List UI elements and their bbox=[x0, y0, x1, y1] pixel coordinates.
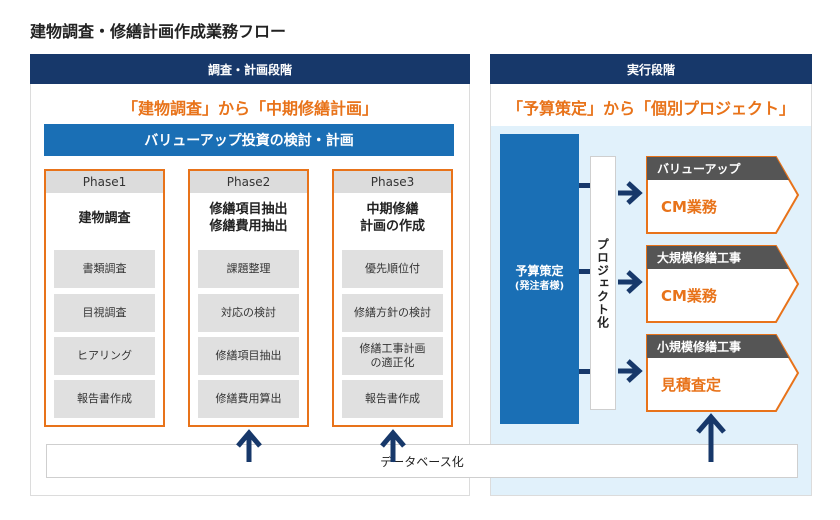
phase-label: Phase3 bbox=[334, 171, 451, 193]
budget-box: 予算策定 (発注者様) bbox=[500, 134, 579, 424]
projectize-label: プロジェクト化 bbox=[595, 237, 610, 329]
connector-line bbox=[579, 269, 590, 274]
phase-step: 報告書作成 bbox=[54, 380, 155, 418]
phase-card-1: Phase1 建物調査 書類調査 目視調査 ヒアリング 報告書作成 bbox=[44, 169, 165, 427]
card-tag-2: 大規模修繕工事 bbox=[657, 251, 742, 265]
arrow-up-icon bbox=[696, 413, 726, 462]
budget-subtitle: (発注者様) bbox=[514, 281, 565, 292]
phase-title: 建物調査 bbox=[78, 210, 131, 226]
projectize-box: プロジェクト化 bbox=[590, 156, 616, 410]
card-shape-1 bbox=[646, 156, 800, 234]
connector-line bbox=[579, 369, 590, 374]
card-tag-3: 小規模修繕工事 bbox=[657, 340, 742, 354]
arrow-right-icon bbox=[618, 181, 643, 205]
phase-label: Phase1 bbox=[46, 171, 163, 193]
phase-step: 書類調査 bbox=[54, 250, 155, 288]
arrow-up-icon bbox=[236, 429, 262, 462]
phase-card-2: Phase2 修繕項目抽出 修繕費用抽出 課題整理 対応の検討 修繕項目抽出 修… bbox=[188, 169, 309, 427]
phase-title: 中期修繕 計画の作成 bbox=[359, 202, 425, 234]
value-up-banner: バリューアップ投資の検討・計画 bbox=[44, 124, 454, 156]
phase-step: 報告書作成 bbox=[342, 380, 443, 418]
phase-card-3: Phase3 中期修繕 計画の作成 優先順位付 修繕方針の検討 修繕工事計画 の… bbox=[332, 169, 453, 427]
phase-step: 課題整理 bbox=[198, 250, 299, 288]
exec-panel-subtitle: 「予算策定」から「個別プロジェクト」 bbox=[506, 99, 795, 118]
budget-title: 予算策定 bbox=[515, 264, 564, 278]
card-shape-2 bbox=[646, 245, 800, 323]
arrow-right-icon bbox=[618, 270, 643, 294]
card-body-3: 見積査定 bbox=[661, 375, 722, 394]
card-body-1: CM業務 bbox=[661, 197, 717, 216]
phase-title: 修繕項目抽出 修繕費用抽出 bbox=[209, 202, 288, 234]
survey-panel-subtitle: 「建物調査」から「中期修繕計画」 bbox=[121, 99, 378, 118]
card-body-2: CM業務 bbox=[661, 286, 717, 305]
phase-step: 修繕項目抽出 bbox=[198, 337, 299, 375]
card-tag-1: バリューアップ bbox=[657, 162, 741, 176]
phase-step: 修繕工事計画 の適正化 bbox=[342, 337, 443, 375]
arrow-right-icon bbox=[618, 359, 643, 383]
phase-step: 修繕方針の検討 bbox=[342, 294, 443, 332]
database-bar: データベース化 bbox=[46, 444, 798, 478]
connector-line bbox=[579, 183, 590, 188]
arrow-up-icon bbox=[380, 429, 406, 462]
phase-step: 目視調査 bbox=[54, 294, 155, 332]
exec-panel-header: 実行段階 bbox=[490, 54, 812, 84]
survey-panel-header: 調査・計画段階 bbox=[30, 54, 470, 84]
phase-step: 優先順位付 bbox=[342, 250, 443, 288]
phase-step: 対応の検討 bbox=[198, 294, 299, 332]
phase-step: 修繕費用算出 bbox=[198, 380, 299, 418]
page-title: 建物調査・修繕計画作成業務フロー bbox=[30, 22, 287, 41]
card-shape-3 bbox=[646, 334, 800, 412]
phase-label: Phase2 bbox=[190, 171, 307, 193]
phase-step: ヒアリング bbox=[54, 337, 155, 375]
